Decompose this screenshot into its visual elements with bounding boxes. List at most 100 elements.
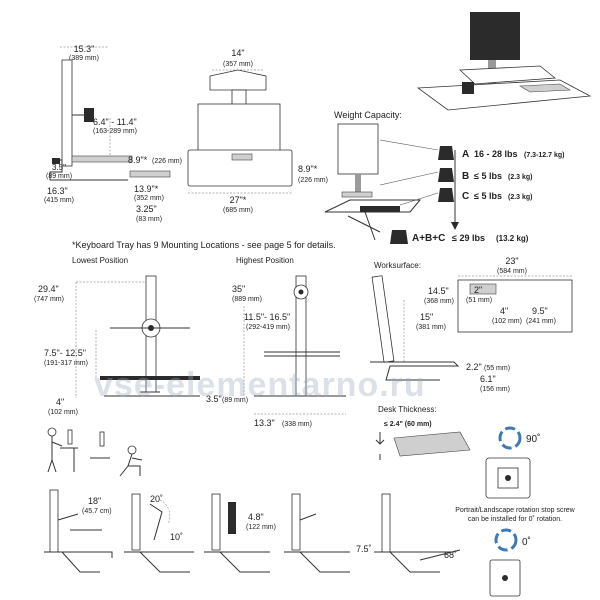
lowest-height-label: 29.4" bbox=[38, 284, 59, 294]
tray-depth-label: 8.9"* bbox=[128, 155, 148, 165]
weight-row-value: ≤ 29 lbs bbox=[452, 233, 485, 243]
weight-row-letter: A+B+C bbox=[412, 233, 445, 244]
tilt-c-label: 10˚ bbox=[170, 532, 183, 542]
ws-height-mm-label: (381 mm) bbox=[416, 324, 446, 331]
tilt-d-label: 4.8" bbox=[248, 512, 264, 522]
ws-s2-mm-label: (102 mm) bbox=[492, 318, 522, 325]
keyboard-tray bbox=[71, 155, 133, 163]
tray-width-mm-label: (352 mm) bbox=[134, 195, 164, 202]
highest-adjust-label: 11.5"- 16.5" bbox=[244, 312, 290, 322]
monitor-width-mm-label: (357 mm) bbox=[223, 61, 253, 68]
perspective-illustration bbox=[416, 12, 592, 111]
ws-depth-label: 14.5" bbox=[428, 286, 449, 296]
ws-s2-label: 4" bbox=[500, 306, 508, 316]
weight-row-total: A+B+C ≤ 29 lbs (13.2 kg) bbox=[390, 230, 529, 244]
depth-mm-label: (415 mm) bbox=[44, 197, 74, 204]
front-view-diagram: 14" (357 mm) 8.9"* (226 mm) 27"* (685 mm… bbox=[187, 48, 328, 214]
worksurface-diagram: Worksurface: 23" (584 mm) 14.5" (368 mm)… bbox=[370, 256, 573, 393]
tilt-d-mm-label: (122 mm) bbox=[246, 524, 276, 531]
weight-row-c: C ≤ 5 lbs (2.3 kg) bbox=[438, 188, 533, 202]
width-label: 15.3" bbox=[74, 44, 95, 54]
tilt-a-mm-label: (45.7 cm) bbox=[82, 508, 112, 515]
tilt-diagram-2: 20˚ 10˚ bbox=[124, 493, 194, 573]
highest-base-label: 3.5" bbox=[206, 394, 222, 404]
tilt-b-label: 20˚ bbox=[150, 494, 163, 504]
ws-s3-label: 9.5" bbox=[532, 306, 548, 316]
base-height-label: 3.5" bbox=[52, 163, 66, 172]
weight-row-metric: (7.3-12.7 kg) bbox=[524, 152, 564, 159]
tilt-f-label: 68˚ bbox=[444, 550, 457, 560]
ws-s1-label: 2" bbox=[474, 285, 482, 295]
ws-s3-mm-label: (241 mm) bbox=[526, 318, 556, 325]
monitor-mount bbox=[84, 108, 94, 122]
weight-capacity-title: Weight Capacity: bbox=[334, 110, 402, 120]
weight-row-a: A 16 - 28 lbs (7.3-12.7 kg) bbox=[438, 146, 564, 160]
desk-thickness-label: Desk Thickness: bbox=[378, 405, 437, 414]
tray-outline bbox=[187, 149, 293, 187]
highest-base-mm-label: (89 mm) bbox=[222, 397, 248, 404]
tilt-diagram-3: 4.8" (122 mm) bbox=[204, 493, 276, 573]
rotation-note-line2: can be installed for 0˚ rotation. bbox=[468, 515, 562, 523]
ws-column bbox=[371, 275, 395, 363]
front-tray-width-mm-label: (685 mm) bbox=[223, 207, 253, 214]
highest-position-label: Highest Position bbox=[236, 256, 294, 265]
ws-ext1-mm-label: (55 mm) bbox=[484, 365, 510, 372]
rotation-0-icon: 0˚ bbox=[494, 528, 531, 552]
highest-position-diagram: Highest Position 35" (889 mm) 11.5"- 16.… bbox=[206, 256, 346, 428]
height-offset-mm-label: (163-289 mm) bbox=[93, 128, 137, 135]
weight-row-metric: (13.2 kg) bbox=[496, 234, 529, 243]
weight-capacity-section: Weight Capacity: A 16 - 28 lbs (7.3-12.7… bbox=[324, 110, 564, 244]
ws-width-label: 23" bbox=[505, 256, 518, 266]
lowest-height-mm-label: (747 mm) bbox=[34, 296, 64, 303]
ws-s1-mm-label: (51 mm) bbox=[466, 297, 492, 304]
front-tray-depth-mm-label: (226 mm) bbox=[298, 177, 328, 184]
ws-ext1-label: 2.2" bbox=[466, 362, 482, 372]
ws-height-label: 15" bbox=[420, 312, 433, 322]
lowest-base-label: 4" bbox=[56, 397, 64, 407]
tilt-e-label: 7.5˚ bbox=[356, 544, 372, 554]
tilt-diagram-5: 7.5˚ 68˚ bbox=[356, 493, 461, 573]
weight-row-value: ≤ 5 lbs bbox=[474, 171, 502, 181]
weight-row-value: 16 - 28 lbs bbox=[474, 149, 518, 159]
tilt-diagrams-row: 18" (45.7 cm) 20˚ 10˚ 4.8" (122 mm) 7.5˚ bbox=[44, 489, 461, 573]
mounting-note: *Keyboard Tray has 9 Mounting Locations … bbox=[72, 240, 336, 250]
rotation-note-line1: Portrait/Landscape rotation stop screw bbox=[455, 507, 575, 514]
weight-row-metric: (2.3 kg) bbox=[508, 194, 533, 201]
weight-row-b: B ≤ 5 lbs (2.3 kg) bbox=[438, 168, 533, 182]
monitor-width-label: 14" bbox=[231, 48, 244, 58]
highest-height-label: 35" bbox=[232, 284, 245, 294]
tilt-diagram-1: 18" (45.7 cm) bbox=[44, 489, 113, 573]
clamp-mm-label: (83 mm) bbox=[136, 216, 162, 223]
lowest-adjust-mm-label: (191-317 mm) bbox=[44, 360, 88, 367]
desk-thickness-diagram: Desk Thickness: ≤ 2.4" (60 mm) bbox=[375, 405, 471, 460]
lowest-adjust-label: 7.5"- 12.5" bbox=[44, 348, 86, 358]
ws-ext2-label: 6.1" bbox=[480, 374, 496, 384]
ws-depth-mm-label: (368 mm) bbox=[424, 298, 454, 305]
height-offset-label: 6.4" - 11.4" bbox=[93, 117, 137, 127]
width-mm-label: (389 mm) bbox=[69, 55, 99, 62]
rotation-0-label: 0˚ bbox=[522, 536, 531, 548]
user-posture-illustration bbox=[47, 427, 143, 477]
rotation-section: 90˚ Portrait/Landscape rotation stop scr… bbox=[455, 426, 576, 597]
tray-depth-mm-label: (226 mm) bbox=[152, 158, 182, 165]
watermark: vse-elementarno.ru bbox=[94, 366, 426, 404]
highest-width-mm-label: (338 mm) bbox=[282, 421, 312, 428]
ws-ext2-mm-label: (156 mm) bbox=[480, 386, 510, 393]
upright-column bbox=[61, 59, 73, 167]
tray-width-label: 13.9"* bbox=[134, 184, 159, 194]
highest-height-mm-label: (889 mm) bbox=[232, 296, 262, 303]
weight-row-metric: (2.3 kg) bbox=[508, 174, 533, 181]
base-height-mm-label: (89 mm) bbox=[46, 173, 72, 180]
rotation-90-icon: 90˚ bbox=[498, 426, 540, 450]
rotation-90-label: 90˚ bbox=[526, 433, 540, 445]
depth-label: 16.3" bbox=[47, 186, 68, 196]
tilt-a-label: 18" bbox=[88, 496, 101, 506]
worksurface-label: Worksurface: bbox=[374, 261, 421, 270]
clamp-label: 3.25" bbox=[136, 204, 157, 214]
monitor-bracket bbox=[209, 69, 267, 91]
weight-row-letter: A bbox=[462, 149, 469, 160]
ws-width-mm-label: (584 mm) bbox=[497, 268, 527, 275]
desk-thickness-value: ≤ 2.4" (60 mm) bbox=[384, 421, 432, 428]
front-tray-width-label: 27"* bbox=[230, 195, 247, 205]
clamp-base bbox=[49, 159, 128, 181]
